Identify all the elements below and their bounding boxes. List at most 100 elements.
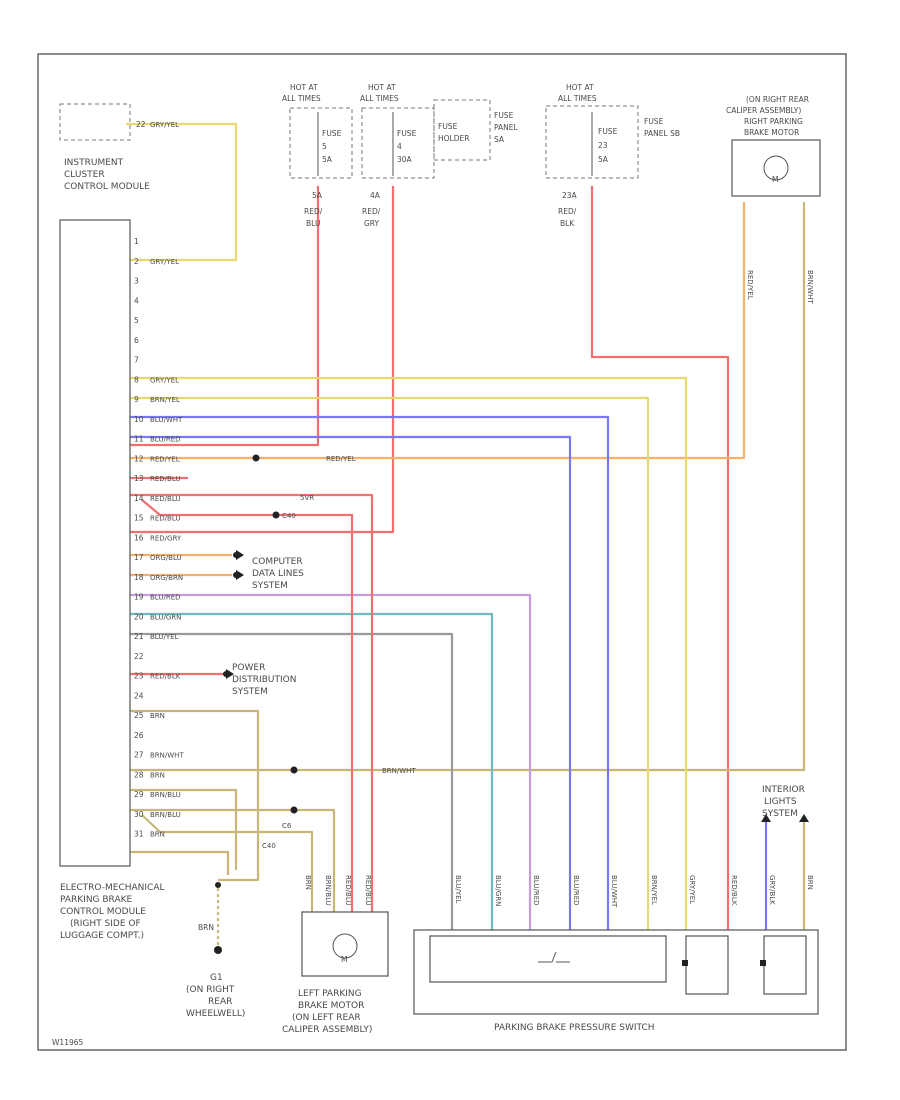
connector-pin-wire: BRN xyxy=(150,831,165,839)
connector-pin-number: 29 xyxy=(134,790,144,799)
vertical-wire-label: BRN xyxy=(304,875,312,890)
wire-gry-yel-8 xyxy=(130,376,688,930)
wire-gry-yel-icm xyxy=(126,122,238,262)
connector-pin-wire: BLU/YEL xyxy=(150,633,179,641)
lmotor-label-2: BRAKE MOTOR xyxy=(298,1001,364,1011)
sb-panel-1: FUSE xyxy=(644,117,664,126)
connector-pin-number: 25 xyxy=(134,711,144,720)
ground-label-1: G1 xyxy=(210,973,223,983)
inline-ref3: C6 xyxy=(282,822,292,830)
vertical-wire-label: GRY/BLK xyxy=(768,875,776,905)
wire-brn-25 xyxy=(130,709,260,882)
computer-data-1: COMPUTER xyxy=(252,557,303,567)
connector-pin-number: 26 xyxy=(134,731,144,740)
rmotor-label-3: RIGHT PARKING xyxy=(744,117,803,126)
connector-pin-number: 13 xyxy=(134,474,144,483)
connector-pin-wire: RED/BLK xyxy=(150,673,181,681)
connector-pin-number: 6 xyxy=(134,336,139,345)
connector-pin-wire: BRN/YEL xyxy=(150,396,180,404)
sa-fuse2-1: FUSE xyxy=(397,129,417,138)
il-arrow-2 xyxy=(799,814,809,822)
ebcm-label-4: (RIGHT SIDE OF xyxy=(70,919,141,929)
vertical-wire-label: BLU/RED xyxy=(572,875,580,906)
wire-brn-yel-9 xyxy=(130,396,650,930)
computer-data-2: DATA LINES xyxy=(252,569,304,579)
inline-brn-wht: BRN/WHT xyxy=(382,767,416,775)
sb-fuse-1: FUSE xyxy=(598,127,618,136)
connector-pin-wire: RED/YEL xyxy=(150,455,180,463)
power-dist-3: SYSTEM xyxy=(232,687,268,697)
icm-wire: GRY/YEL xyxy=(150,121,179,129)
connector-pin-number: 30 xyxy=(134,810,144,819)
diagram-frame xyxy=(37,53,847,1051)
sa-hot2-1: HOT AT xyxy=(368,83,396,92)
connector-pin-number: 17 xyxy=(134,553,144,562)
connector-pin-wire: BLU/RED xyxy=(150,436,181,444)
vertical-wire-label: BRN xyxy=(806,875,814,890)
vertical-wire-label: BLU/RED xyxy=(532,875,540,906)
wire-red-blk-feed xyxy=(590,186,730,930)
wire-brn-blu-29 xyxy=(130,808,336,912)
sa-hot1-1: HOT AT xyxy=(290,83,318,92)
wire-red-gry-feed xyxy=(130,186,395,534)
wire-red-blu-feed xyxy=(130,186,320,447)
vertical-wire-label: BLU/YEL xyxy=(454,875,462,904)
icm-label-2: CLUSTER xyxy=(64,170,105,180)
connector-pin-number: 16 xyxy=(134,533,144,542)
connector-pin-wire: BLU/RED xyxy=(150,594,181,602)
wire-blu-yel-21 xyxy=(130,632,454,930)
connector-pin-number: 5 xyxy=(134,316,139,325)
vertical-wire-label: GRY/YEL xyxy=(688,875,696,904)
inline-ref1: 5VR xyxy=(300,494,314,502)
wires xyxy=(126,122,806,945)
arrow-power xyxy=(226,669,234,679)
vertical-wire-label: BRN/YEL xyxy=(650,875,658,905)
diagram-code: W11965 xyxy=(52,1038,84,1047)
wire-blu-wht-10 xyxy=(130,415,610,930)
connector-pin-wire: BRN/BLU xyxy=(150,811,181,819)
wire-blu-red-19 xyxy=(130,593,532,930)
il-label-3: SYSTEM xyxy=(762,809,798,819)
arrow-computer-2 xyxy=(236,570,244,580)
icm-pin: 22 xyxy=(136,120,146,129)
connector-pin-number: 4 xyxy=(134,296,139,305)
inline-ref4: C40 xyxy=(262,842,276,850)
rmotor-label-2: CALIPER ASSEMBLY) xyxy=(726,106,801,115)
ebcm-connector xyxy=(59,219,131,867)
connector-pin-wire: GRY/YEL xyxy=(150,376,179,384)
feed-2-wire-1: RED/ xyxy=(362,207,381,216)
wire-red-blu-14 xyxy=(130,493,374,912)
power-dist-1: POWER xyxy=(232,663,265,673)
sa-fuse2-2: 4 xyxy=(397,142,402,151)
lmotor-label-4: CALIPER ASSEMBLY) xyxy=(282,1025,372,1035)
lmotor-box xyxy=(301,911,389,977)
sb-hot-2: ALL TIMES xyxy=(558,94,597,103)
ground-label-3: REAR xyxy=(208,997,232,1007)
sa-holder-1: FUSE xyxy=(438,122,458,131)
connector-pin-number: 19 xyxy=(134,593,144,602)
sa-fuse1-3: 5A xyxy=(322,155,333,164)
connector-pin-number: 18 xyxy=(134,573,144,582)
sb-fuse-box xyxy=(545,105,639,179)
il-label-1: INTERIOR xyxy=(762,785,805,795)
connector-pin-number: 14 xyxy=(134,494,144,503)
inline-red-yel: RED/YEL xyxy=(326,455,356,463)
arrows xyxy=(226,550,244,679)
il-arrow-1 xyxy=(761,814,771,822)
computer-data-3: SYSTEM xyxy=(252,581,288,591)
wire-blu-red-11 xyxy=(130,435,572,930)
connector-pin-wire: BRN/WHT xyxy=(150,752,184,760)
ground-wire: BRN xyxy=(198,923,214,932)
splice-red-yel xyxy=(252,454,260,462)
wire-brn-wht-rmotor xyxy=(130,202,806,772)
ps-inner-main xyxy=(429,935,667,983)
connector-pin-number: 15 xyxy=(134,514,144,523)
sb-hot-1: HOT AT xyxy=(566,83,594,92)
connector-pin-wire: BRN xyxy=(150,712,165,720)
sb-panel-2: PANEL SB xyxy=(644,129,680,138)
connector-pin-number: 9 xyxy=(134,395,139,404)
wire-red-yel-rmotor xyxy=(130,202,746,460)
ground-label-4: WHEELWELL) xyxy=(186,1009,245,1019)
connector-pin-number: 20 xyxy=(134,612,144,621)
